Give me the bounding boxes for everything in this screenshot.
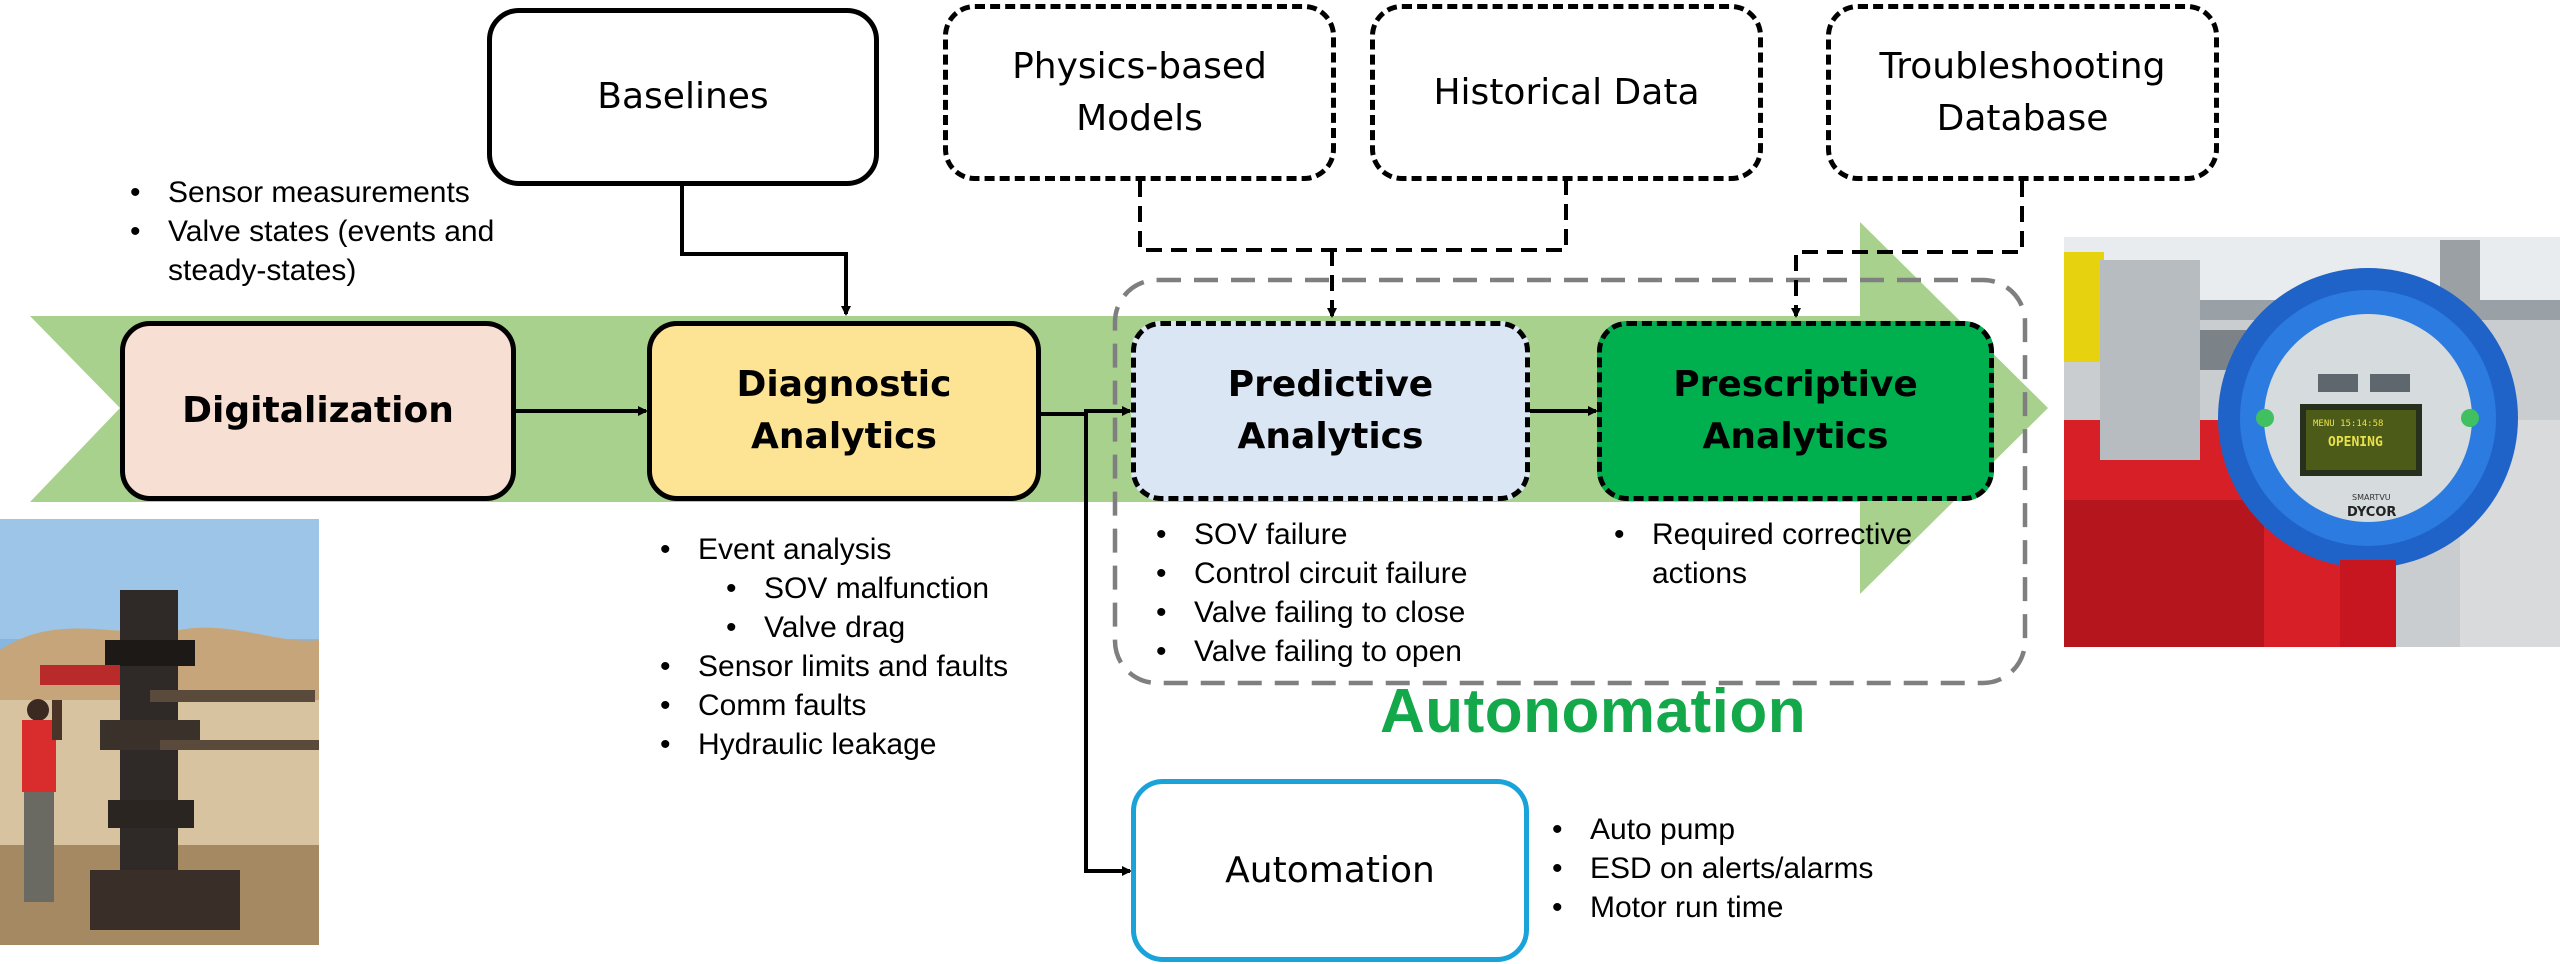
autonomation-group-outline xyxy=(1112,277,2028,686)
troubleshooting-db-label-2: Database xyxy=(1936,97,2109,139)
valve-actuator-photo xyxy=(2064,237,2560,647)
baselines-box: Baselines xyxy=(487,8,879,186)
device-display-line1: MENU 15:14:58 xyxy=(2313,419,2383,429)
predictive-label-1: Predictive xyxy=(1227,364,1434,405)
automation-features-list: Auto pump ESD on alerts/alarms Motor run… xyxy=(1550,810,1873,927)
list-item: Comm faults xyxy=(658,686,1008,725)
list-item: Control circuit failure xyxy=(1154,554,1467,593)
physics-models-label-2: Models xyxy=(1076,97,1203,139)
list-item: SOV failure xyxy=(1154,515,1467,554)
diagnostic-findings-list: Event analysis SOV malfunction Valve dra… xyxy=(658,530,1008,764)
wellhead-photo xyxy=(0,519,319,945)
baselines-label: Baselines xyxy=(597,76,769,117)
list-item: Hydraulic leakage xyxy=(658,725,1008,764)
list-item: SOV malfunction xyxy=(658,569,1008,608)
connector-diagnostic-predictive xyxy=(1041,406,1132,416)
troubleshooting-db-box: Troubleshooting Database xyxy=(1826,4,2219,181)
list-item: ESD on alerts/alarms xyxy=(1550,849,1873,888)
list-item: Sensor measurements xyxy=(128,173,494,212)
list-item: Sensor limits and faults xyxy=(658,647,1008,686)
diagnostic-label-1: Diagnostic xyxy=(736,364,952,405)
digitalization-label: Digitalization xyxy=(182,390,454,431)
physics-models-label-1: Physics-based xyxy=(1012,45,1267,87)
list-item: Valve failing to close xyxy=(1154,593,1467,632)
troubleshooting-db-label-1: Troubleshooting xyxy=(1879,45,2166,87)
list-item: Auto pump xyxy=(1550,810,1873,849)
list-item: Event analysis xyxy=(658,530,1008,569)
predictive-analytics-box: Predictive Analytics xyxy=(1131,321,1530,501)
device-display-line2: OPENING xyxy=(2328,435,2383,450)
connector-baselines-diagnostic xyxy=(680,186,851,316)
prescriptive-analytics-box: Prescriptive Analytics xyxy=(1597,321,1994,501)
device-brand-small: SMARTVU xyxy=(2352,493,2391,502)
list-item: Valve failing to open xyxy=(1154,632,1467,671)
predictive-label-2: Analytics xyxy=(1237,416,1424,457)
historical-data-label: Historical Data xyxy=(1433,71,1700,113)
prescriptive-label-2: Analytics xyxy=(1702,416,1889,457)
physics-models-box: Physics-based Models xyxy=(943,4,1336,181)
automation-box: Automation xyxy=(1131,779,1529,962)
digitalization-box: Digitalization xyxy=(120,321,516,501)
connector-physics-predictive xyxy=(1138,181,1568,252)
list-item: Valve drag xyxy=(658,608,1008,647)
predictive-findings-list: SOV failure Control circuit failure Valv… xyxy=(1154,515,1467,671)
historical-data-box: Historical Data xyxy=(1370,4,1763,181)
autonomation-label: Autonomation xyxy=(1380,677,1807,746)
diagnostic-analytics-box: Diagnostic Analytics xyxy=(647,321,1041,501)
digitalization-inputs-list: Sensor measurements Valve states (events… xyxy=(128,173,494,290)
prescriptive-label-1: Prescriptive xyxy=(1673,364,1918,405)
connector-diagnostic-automation xyxy=(1084,414,1132,876)
list-item: Motor run time xyxy=(1550,888,1873,927)
device-brand: DYCOR xyxy=(2347,505,2396,520)
connector-troubleshooting-prescriptive xyxy=(1791,181,2024,318)
automation-label: Automation xyxy=(1225,849,1435,891)
diagnostic-label-2: Analytics xyxy=(751,416,937,457)
